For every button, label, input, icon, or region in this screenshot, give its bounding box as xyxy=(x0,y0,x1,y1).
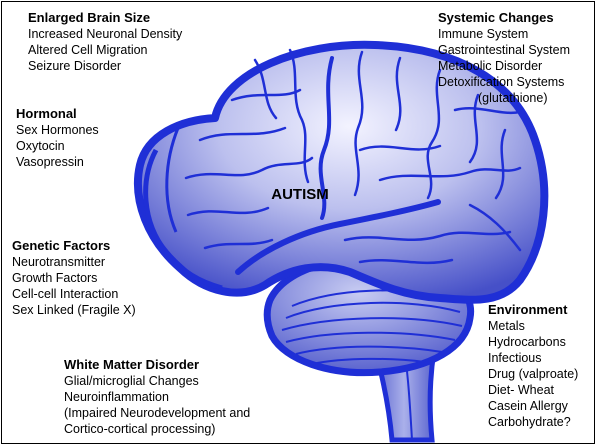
group-enlarged-brain-size: Enlarged Brain Size Increased Neuronal D… xyxy=(28,10,182,74)
center-label: AUTISM xyxy=(271,186,329,203)
group-item: Sex Linked (Fragile X) xyxy=(12,302,136,318)
group-item: Neuroinflammation xyxy=(64,389,250,405)
group-item: Growth Factors xyxy=(12,270,136,286)
group-hormonal: Hormonal Sex Hormones Oxytocin Vasopress… xyxy=(16,106,99,170)
group-item: Glial/microglial Changes xyxy=(64,373,250,389)
group-item: Diet- Wheat xyxy=(488,382,578,398)
group-item: Altered Cell Migration xyxy=(28,42,182,58)
group-item: Oxytocin xyxy=(16,138,99,154)
group-heading: White Matter Disorder xyxy=(64,357,250,373)
group-heading: Systemic Changes xyxy=(438,10,570,26)
group-item: Metals xyxy=(488,318,578,334)
group-item: Drug (valproate) xyxy=(488,366,578,382)
group-item: Increased Neuronal Density xyxy=(28,26,182,42)
group-item: Neurotransmitter xyxy=(12,254,136,270)
group-item: Immune System xyxy=(438,26,570,42)
group-heading: Enlarged Brain Size xyxy=(28,10,182,26)
group-heading: Environment xyxy=(488,302,578,318)
group-white-matter-disorder: White Matter Disorder Glial/microglial C… xyxy=(64,357,250,437)
group-item: Cortico-cortical processing) xyxy=(64,421,250,437)
group-item: Cell-cell Interaction xyxy=(12,286,136,302)
group-item: Hydrocarbons xyxy=(488,334,578,350)
group-genetic-factors: Genetic Factors Neurotransmitter Growth … xyxy=(12,238,136,318)
group-environment: Environment Metals Hydrocarbons Infectio… xyxy=(488,302,578,430)
group-heading: Hormonal xyxy=(16,106,99,122)
group-item: Carbohydrate? xyxy=(488,414,578,430)
group-systemic-changes: Systemic Changes Immune System Gastroint… xyxy=(438,10,570,106)
group-item: Gastrointestinal System xyxy=(438,42,570,58)
group-item: Seizure Disorder xyxy=(28,58,182,74)
group-item: Infectious xyxy=(488,350,578,366)
group-item: (glutathione) xyxy=(438,90,570,106)
group-item: Detoxification Systems xyxy=(438,74,570,90)
group-heading: Genetic Factors xyxy=(12,238,136,254)
group-item: Metabolic Disorder xyxy=(438,58,570,74)
group-item: Sex Hormones xyxy=(16,122,99,138)
group-item: Vasopressin xyxy=(16,154,99,170)
group-item: (Impaired Neurodevelopment and xyxy=(64,405,250,421)
group-item: Casein Allergy xyxy=(488,398,578,414)
